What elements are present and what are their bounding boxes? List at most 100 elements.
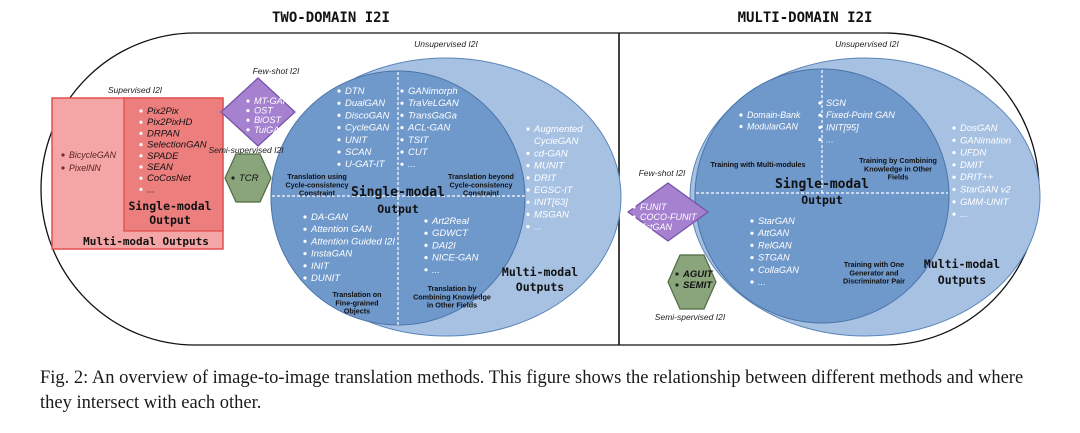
single-modal-output-left-l2: Output: [149, 213, 191, 227]
method-name: ...: [432, 265, 440, 276]
method-name: DosGAN: [960, 123, 998, 134]
bullet-dot: [526, 225, 530, 229]
method-name: TuiGAN: [254, 125, 286, 135]
two-q1-methods: DTNDualGANDiscoGANCycleGANUNITSCANU-GAT-…: [337, 86, 389, 170]
bullet-dot: [424, 231, 428, 235]
method-name: ModularGAN: [747, 122, 798, 132]
multi-semi-hexagon: [667, 254, 717, 310]
method-name: EGSC-IT: [534, 185, 574, 196]
region-label: Fields: [888, 173, 909, 182]
region-label: Constraint: [299, 189, 336, 198]
bullet-dot: [337, 126, 341, 130]
bullet-dot: [246, 118, 250, 122]
method-name: Art2Real: [431, 216, 470, 227]
two-single-modal-center-l2: Output: [377, 202, 419, 216]
bullet-dot: [632, 215, 636, 219]
method-name: NICE-GAN: [432, 253, 479, 264]
bullet-dot: [952, 212, 956, 216]
bullet-dot: [750, 256, 754, 260]
bullet-dot: [400, 89, 404, 93]
region-label: Translation on: [332, 290, 381, 299]
multi-few-shot-label: Few-shot I2I: [639, 168, 686, 178]
bullet-dot: [424, 268, 428, 272]
bullet-dot: [952, 138, 956, 142]
diagram: TWO-DOMAIN I2I MULTI-DOMAIN I2I Unsuperv…: [40, 10, 1041, 346]
multi-unsupervised-label: Unsupervised I2I: [835, 39, 899, 49]
method-name: Pix2PixHD: [147, 117, 193, 128]
method-name: INIT: [311, 261, 330, 272]
bullet-dot: [424, 256, 428, 260]
multi-domain-title: MULTI-DOMAIN I2I: [738, 10, 873, 26]
method-name: U-GAT-IT: [345, 159, 386, 170]
bullet-dot: [400, 101, 404, 105]
method-name: DRIT: [534, 173, 557, 184]
method-name: OST: [254, 106, 274, 116]
multi-few-shot-diamond: [626, 182, 710, 242]
method-name: DMIT: [960, 160, 984, 171]
bullet-dot: [750, 219, 754, 223]
method-name: ...: [534, 222, 542, 233]
bullet-dot: [337, 89, 341, 93]
region-label: Translation beyond: [448, 172, 514, 181]
bullet-dot: [139, 165, 143, 169]
region-label: Training with Multi-modules: [710, 160, 805, 169]
method-name: ZstGAN: [639, 222, 673, 232]
figure-caption: Fig. 2: An overview of image-to-image tr…: [40, 368, 1024, 413]
bullet-dot: [139, 131, 143, 135]
method-name: CycleGAN: [534, 136, 578, 147]
region-label: Translation using: [287, 172, 347, 181]
two-few-shot-label: Few-shot I2I: [253, 66, 300, 76]
bullet-dot: [424, 243, 428, 247]
method-name: TransGaGa: [408, 110, 457, 121]
method-name: StarGAN: [758, 216, 795, 226]
bullet-dot: [61, 166, 65, 170]
method-name: STGAN: [758, 253, 790, 263]
method-name: DRPAN: [147, 128, 180, 139]
bullet-dot: [246, 109, 250, 113]
supervised-label: Supervised I2I: [108, 85, 163, 95]
region-label: Training with One: [844, 260, 904, 269]
method-name: DRIT++: [960, 172, 994, 183]
multi-single-modal-center-l1: Single-modal: [775, 177, 869, 192]
multi-semi-label: Semi-spervised I2I: [655, 312, 726, 322]
region-label: Cycle-consistency: [449, 180, 512, 189]
two-semi-methods: TCR: [231, 173, 259, 184]
bullet-dot: [952, 151, 956, 155]
bullet-dot: [246, 99, 250, 103]
two-unsupervised-label: Unsupervised I2I: [414, 39, 478, 49]
bullet-dot: [400, 150, 404, 154]
multi-multimodal-outputs-l2: Outputs: [938, 273, 986, 287]
bullet-dot: [526, 151, 530, 155]
two-multimodal-outputs-l1: Multi-modal: [502, 265, 578, 279]
bullet-dot: [632, 225, 636, 229]
method-name: SPADE: [147, 151, 179, 162]
bullet-dot: [400, 138, 404, 142]
bullet-dot: [424, 219, 428, 223]
region-label: Objects: [344, 307, 370, 316]
method-name: Fixed-Point GAN: [826, 110, 895, 120]
region-label: Generator and: [849, 268, 898, 277]
bullet-dot: [337, 113, 341, 117]
method-name: SelectionGAN: [147, 140, 207, 151]
single-modal-output-box: [123, 97, 224, 232]
method-name: ...: [147, 184, 155, 195]
bullet-dot: [303, 252, 307, 256]
method-name: CollaGAN: [758, 265, 799, 275]
method-name: ...: [826, 135, 834, 145]
method-name: ...: [960, 209, 968, 220]
supervised-method-list: Pix2PixPix2PixHDDRPANSelectionGANSPADESE…: [139, 106, 207, 195]
bullet-dot: [818, 138, 822, 142]
bullet-dot: [750, 268, 754, 272]
bullet-dot: [818, 113, 822, 117]
multi-single-modal-center-l2: Output: [801, 193, 843, 207]
method-name: ...: [408, 159, 416, 170]
method-name: ACL-GAN: [407, 123, 450, 134]
bullet-dot: [139, 187, 143, 191]
region-label: Cycle-consistency: [285, 180, 348, 189]
multimodal-outputs-left: Multi-modal Outputs: [83, 235, 209, 248]
